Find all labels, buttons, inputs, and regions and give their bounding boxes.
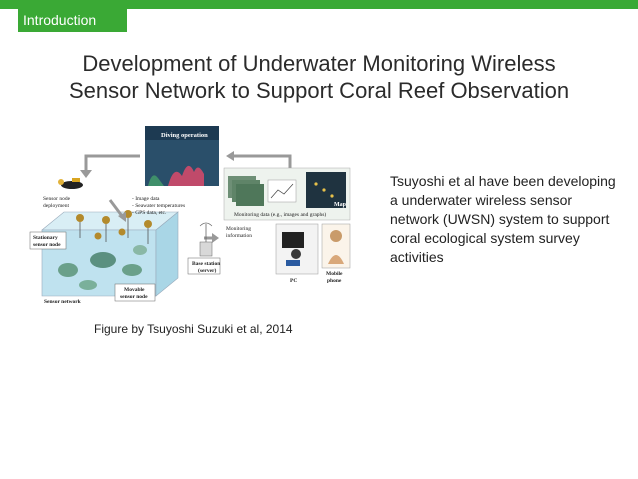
- pc-icon: [275, 223, 319, 275]
- pc-label: PC: [290, 278, 297, 284]
- mobile-phone-label-1: Mobile: [326, 271, 343, 277]
- data-list-item-1: - Image data: [132, 196, 160, 202]
- top-accent-bar: [0, 0, 638, 9]
- movable-node-label-1: Movable: [124, 287, 145, 293]
- figure-caption: Figure by Tsuyoshi Suzuki et al, 2014: [94, 322, 293, 336]
- stationary-node-label-2: sensor node: [33, 242, 61, 248]
- uwsn-system-diagram: Diving operation Sensor node deployment …: [29, 126, 351, 305]
- sensor-node-deployment-label-1: Sensor node: [43, 196, 71, 202]
- stationary-node-label-1: Stationary: [33, 235, 58, 241]
- base-station-icon: [199, 222, 213, 257]
- monitoring-information-label-2: information: [226, 232, 252, 239]
- monitoring-data-label: Monitoring data (e.g., images and graphs…: [234, 211, 326, 218]
- stationary-sensor-nodes: [76, 210, 152, 244]
- mobile-phone-icon: [321, 223, 351, 269]
- diver-icon: [58, 178, 83, 189]
- data-list-item-2: - Seawater temperatures: [132, 203, 185, 209]
- diving-operation-label: Diving operation: [161, 132, 208, 139]
- base-station-label-1: Base station: [192, 261, 220, 267]
- monitoring-data-panel: [223, 167, 351, 221]
- map-label: Map: [334, 202, 347, 208]
- arrow-heads: [80, 151, 234, 243]
- sea-volume: [41, 211, 179, 297]
- section-tab: Introduction: [18, 8, 127, 32]
- mobile-phone-label-2: phone: [327, 278, 342, 284]
- sensor-network-label: Sensor network: [44, 299, 82, 305]
- slide-title: Development of Underwater Monitoring Wir…: [0, 50, 638, 104]
- movable-node-label-2: sensor node: [120, 294, 148, 300]
- base-station-label-2: (server): [198, 267, 216, 274]
- sensor-node-deployment-label-2: deployment: [43, 203, 69, 209]
- data-list-item-3: - GPS data, etc.: [132, 210, 167, 216]
- monitoring-information-label-1: Monitoring: [226, 226, 251, 232]
- body-text: Tsuyoshi et al have been developing a un…: [390, 173, 616, 265]
- title-line-2: Sensor Network to Support Coral Reef Obs…: [68, 78, 570, 103]
- title-line-1: Development of Underwater Monitoring Wir…: [82, 51, 556, 76]
- diving-operation-photo: Diving operation: [145, 126, 219, 186]
